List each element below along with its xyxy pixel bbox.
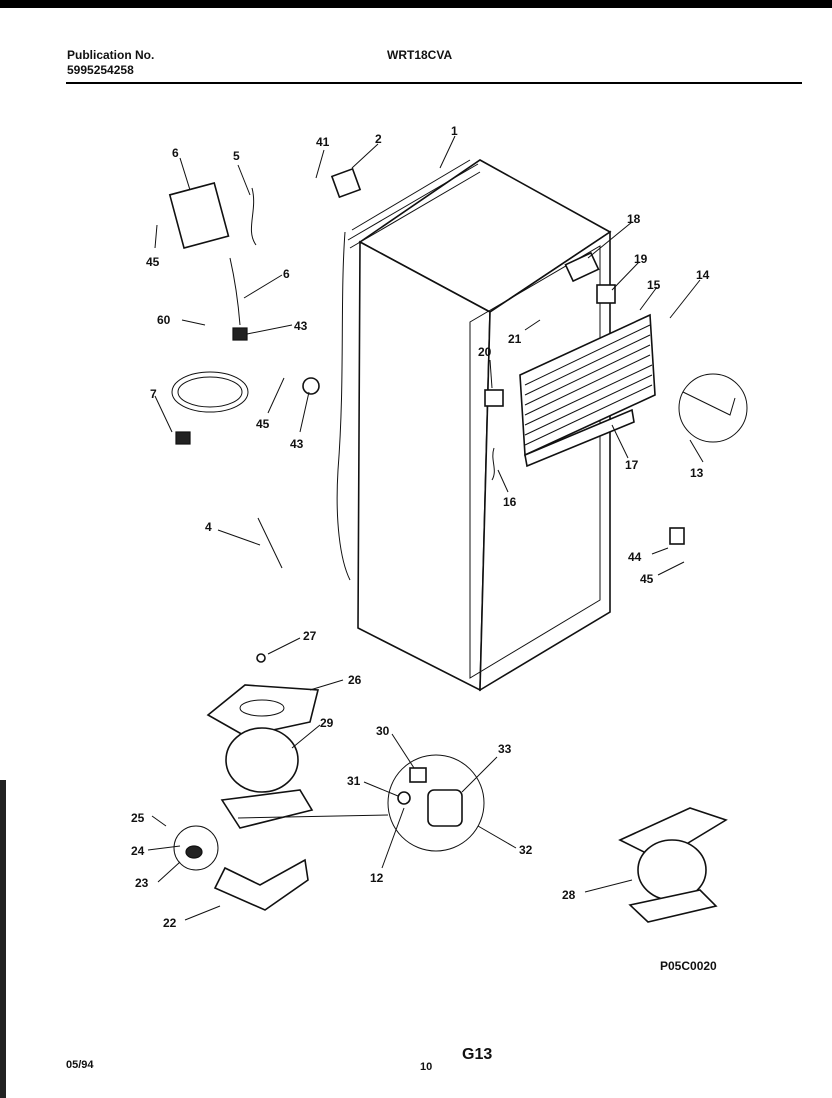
small-parts (168, 167, 748, 569)
callout-24: 24 (131, 844, 145, 858)
callout-44: 44 (628, 550, 642, 564)
publication-label: Publication No. (67, 48, 155, 62)
callout-17: 17 (625, 458, 639, 472)
callout-19: 19 (634, 252, 648, 266)
footer-section-code: G13 (462, 1046, 493, 1063)
callout-43-upper: 43 (294, 319, 308, 333)
callout-22: 22 (163, 916, 177, 930)
callout-7: 7 (150, 387, 157, 401)
header-divider (66, 82, 802, 84)
leader-lines (147, 135, 704, 921)
callout-21: 21 (508, 332, 522, 346)
callout-45-middle: 45 (256, 417, 270, 431)
callout-29: 29 (320, 716, 334, 730)
callout-1: 1 (451, 124, 458, 138)
drawing-code: P05C0020 (660, 959, 717, 973)
publication-number: 5995254258 (67, 63, 134, 77)
callout-12: 12 (370, 871, 384, 885)
evaporator (519, 313, 656, 468)
footer-page-number: 10 (420, 1061, 433, 1073)
callout-26: 26 (348, 673, 362, 687)
footer-date: 05/94 (66, 1059, 94, 1071)
callout-31: 31 (347, 774, 361, 788)
callout-25: 25 (131, 811, 145, 825)
compressor-assembly (173, 684, 728, 923)
callout-32: 32 (519, 843, 533, 857)
callout-33: 33 (498, 742, 512, 756)
callout-45-upper: 45 (146, 255, 160, 269)
callout-14: 14 (696, 268, 710, 282)
model-number: WRT18CVA (387, 48, 453, 62)
condenser-coil (336, 159, 481, 581)
callout-27: 27 (303, 629, 317, 643)
callout-2: 2 (375, 132, 382, 146)
callout-23: 23 (135, 876, 149, 890)
scan-edge-shadow (0, 780, 6, 1098)
callout-6-lower: 6 (283, 267, 290, 281)
callout-5: 5 (233, 149, 240, 163)
top-border-bar (0, 0, 832, 8)
callout-18: 18 (627, 212, 641, 226)
callout-20: 20 (478, 345, 492, 359)
callout-15: 15 (647, 278, 661, 292)
part-27-grommet (256, 653, 266, 663)
refrigerator-cabinet (357, 159, 612, 692)
callout-6-top: 6 (172, 146, 179, 160)
callout-43-lower: 43 (290, 437, 304, 451)
callout-16: 16 (503, 495, 517, 509)
callout-13: 13 (690, 466, 704, 480)
callout-30: 30 (376, 724, 390, 738)
callout-60: 60 (157, 313, 171, 327)
callout-28: 28 (562, 888, 576, 902)
callout-45-right: 45 (640, 572, 654, 586)
callout-41: 41 (316, 135, 330, 149)
callout-4: 4 (205, 520, 212, 534)
callout-labels: 1 2 41 6 5 45 6 60 43 7 45 43 4 18 19 15… (131, 124, 717, 973)
